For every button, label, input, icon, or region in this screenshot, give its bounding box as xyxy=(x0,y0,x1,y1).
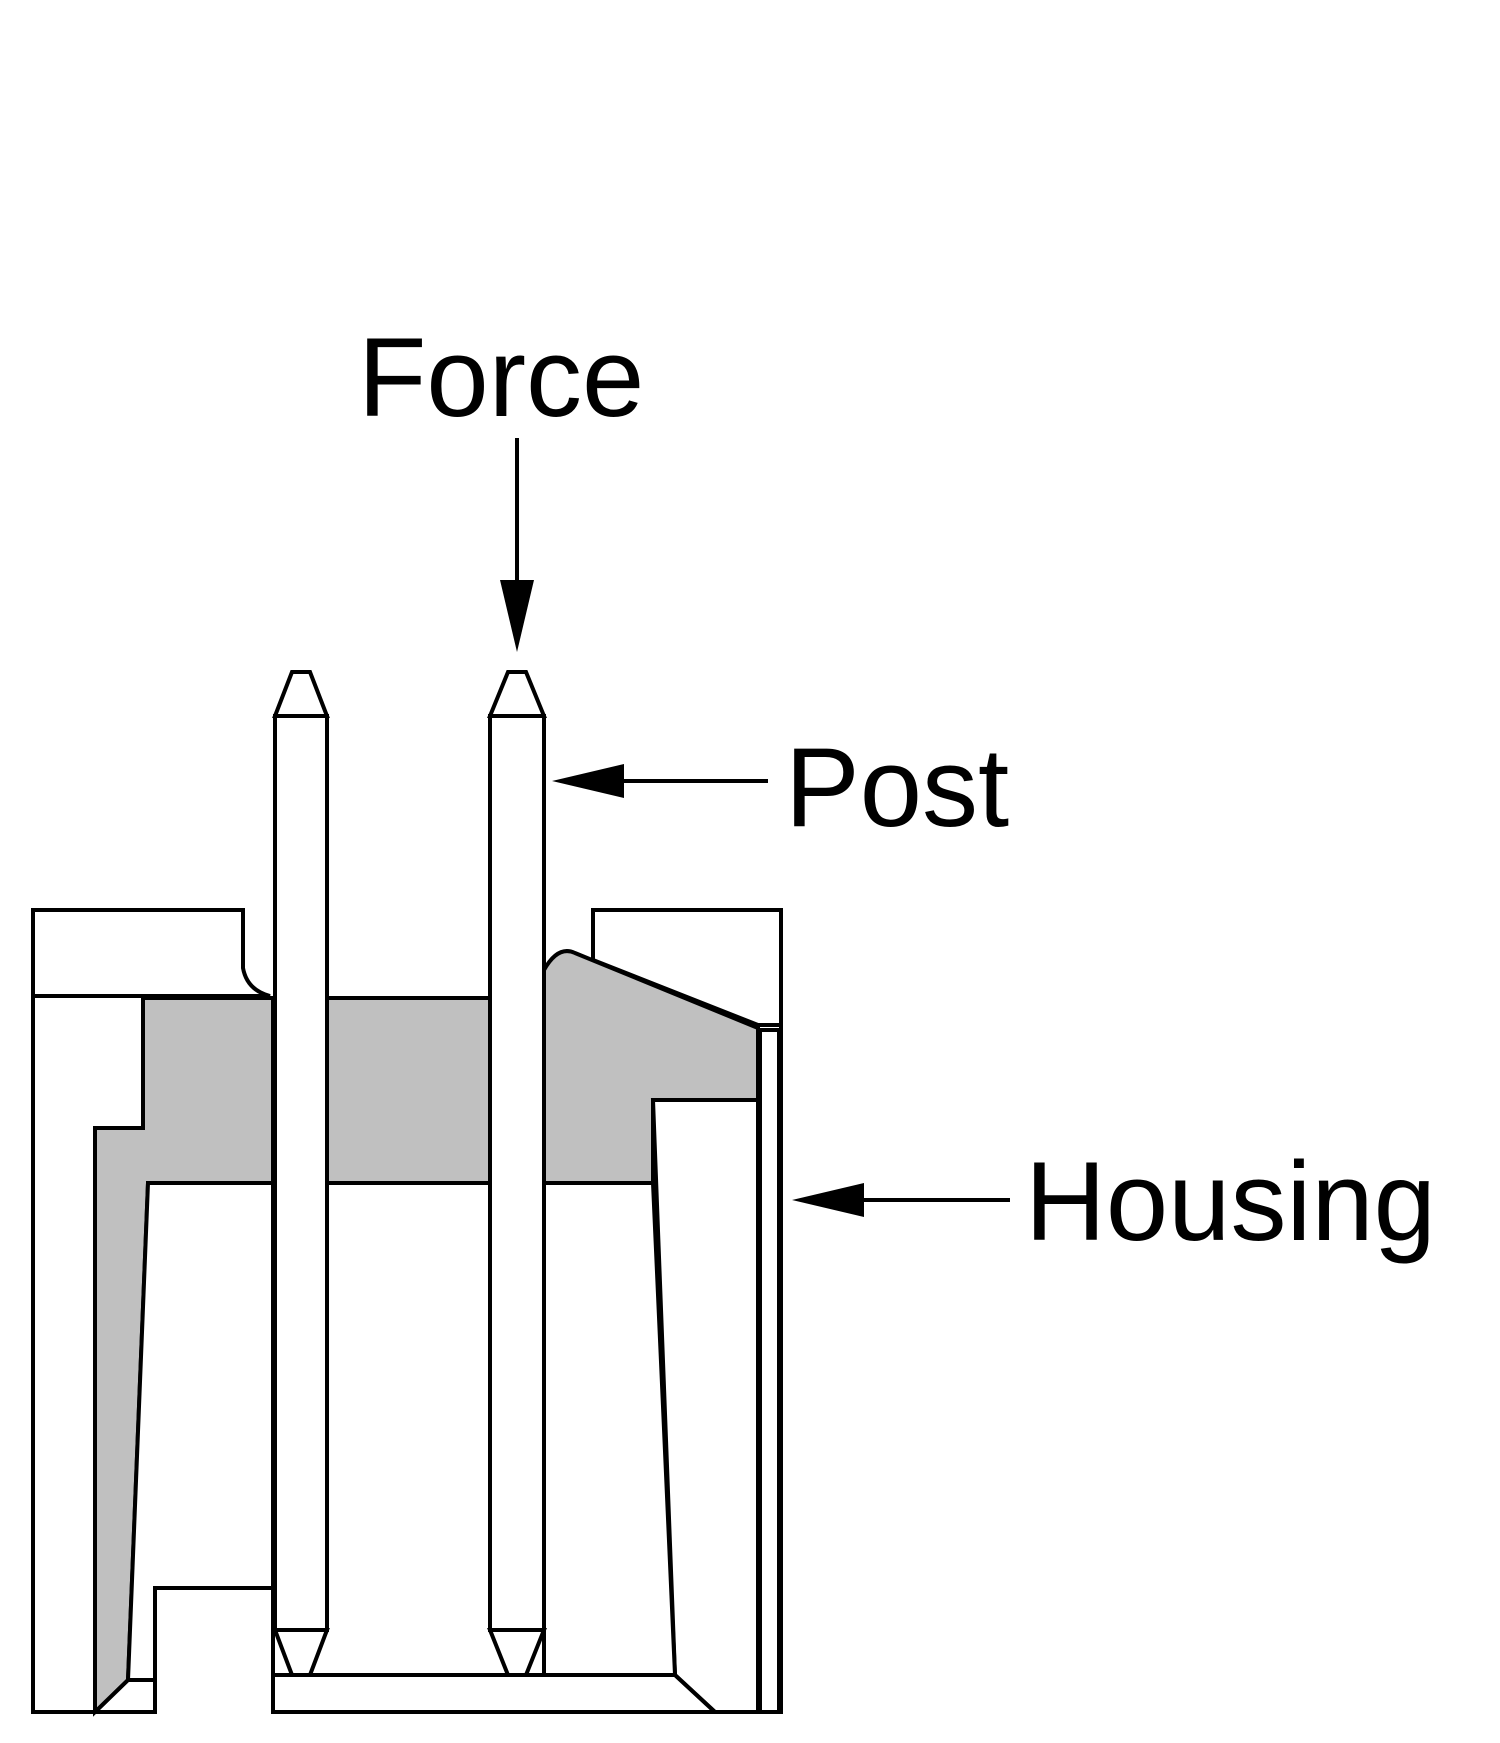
post-left-bottom-tip xyxy=(272,1628,330,1677)
housing-left-shoulder xyxy=(31,908,271,998)
post-left-shaft xyxy=(273,714,329,1632)
housing-center-cavity xyxy=(542,1181,678,1677)
post-arrow xyxy=(552,764,768,798)
housing-label: Housing xyxy=(1025,1139,1436,1264)
post-label: Post xyxy=(785,725,1009,850)
housing-bottom-bevel-left xyxy=(93,1678,155,1714)
post-right-shaft xyxy=(488,714,546,1632)
housing-arrow xyxy=(792,1183,1010,1217)
housing-center-section xyxy=(325,996,492,1185)
post-left xyxy=(272,670,330,1677)
force-label: Force xyxy=(358,315,644,440)
post-right-bottom-tip xyxy=(487,1628,547,1677)
force-arrow xyxy=(500,438,534,652)
post-left-top-tip xyxy=(272,670,330,718)
housing-bottom-bevel-right xyxy=(273,1673,717,1714)
post-right xyxy=(487,670,547,1677)
housing-right-wall xyxy=(758,1028,781,1714)
post-right-top-tip xyxy=(487,670,547,718)
housing-left-cavity xyxy=(125,1181,275,1682)
